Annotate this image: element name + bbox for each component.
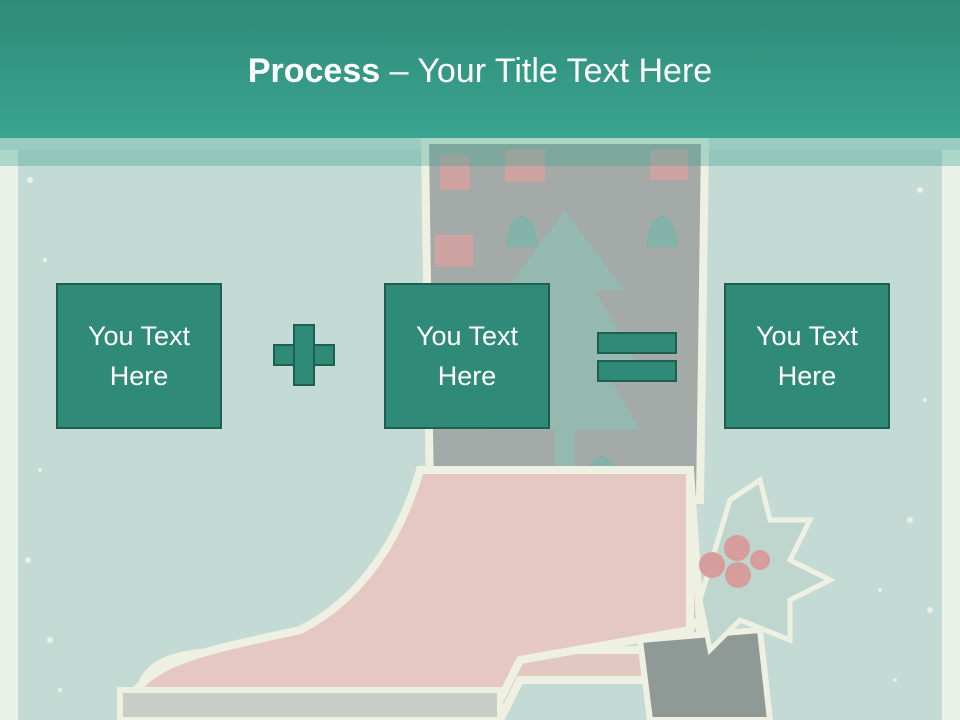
slide-title: Process – Your Title Text Here [0, 52, 960, 91]
process-box-3[interactable]: You Text Here [724, 283, 890, 429]
process-box-1[interactable]: You Text Here [56, 283, 222, 429]
plus-icon-center [295, 346, 313, 364]
process-box-2-text: You Text Here [415, 321, 519, 391]
title-bar [0, 0, 960, 138]
process-box-2[interactable]: You Text Here [384, 283, 550, 429]
process-box-3-text: You Text Here [755, 321, 859, 391]
process-box-1-text: You Text Here [87, 321, 191, 391]
title-rest: – Your Title Text Here [380, 52, 713, 90]
equals-icon-top [597, 332, 677, 354]
title-bar-band [0, 138, 960, 166]
title-bold: Process [247, 52, 381, 90]
equals-icon-bottom [597, 360, 677, 382]
